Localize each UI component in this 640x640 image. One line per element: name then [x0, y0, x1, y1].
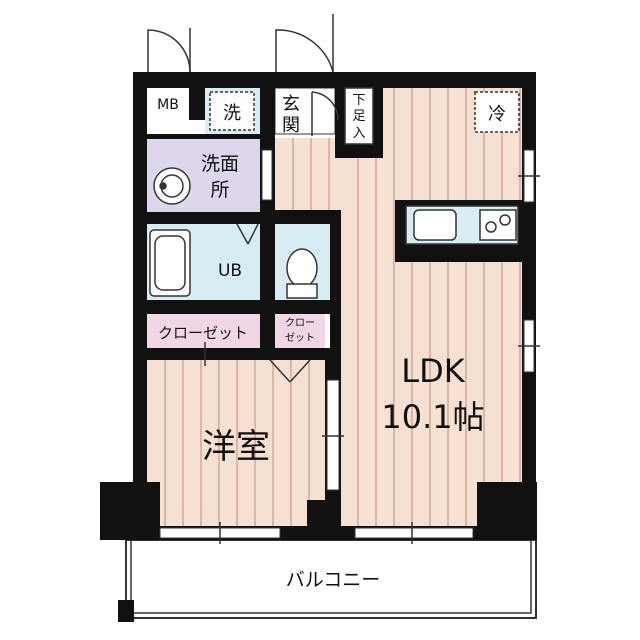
stove: [479, 209, 517, 241]
entrance-label-1: 玄: [282, 94, 300, 115]
shoe-box-label: 下 足 入: [344, 87, 374, 145]
ldk-size-label: 10.1帖: [381, 398, 484, 436]
kitchen-sink: [413, 209, 457, 241]
balcony-label: バルコニー: [286, 569, 381, 591]
meter-box-label: MB: [157, 97, 179, 113]
fridge-label: 冷: [488, 104, 506, 125]
labels: LDK 10.1帖 洋室 洗面 所 UB クローゼット クロー ゼット 玄 関 …: [157, 87, 506, 591]
ldk-floor: [340, 88, 522, 528]
fridge-pan: [474, 91, 520, 133]
washroom-label-2: 所: [210, 179, 229, 201]
closet-left-floor: [147, 314, 260, 348]
svg-text:下: 下: [352, 93, 365, 108]
washer-pan: [209, 91, 255, 131]
wood-stripes: [164, 88, 521, 528]
western-room-floor: [147, 360, 325, 528]
mb-area: [147, 88, 189, 120]
ldk-label: LDK: [401, 352, 465, 390]
unit-bath-label: UB: [218, 261, 242, 281]
floors: [147, 87, 522, 528]
closet-small-label-1: クロー: [285, 317, 315, 329]
fixtures: [149, 91, 520, 299]
closet-small-floor: [275, 314, 325, 348]
doors: [147, 14, 339, 383]
closet-left-label: クローゼット: [158, 324, 248, 342]
washer-label: 洗: [223, 103, 241, 124]
western-room-label: 洋室: [202, 427, 270, 467]
svg-text:足: 足: [352, 109, 365, 124]
entrance-label-2: 関: [282, 115, 300, 136]
entry-hall-floor: [275, 138, 341, 210]
washroom-label-1: 洗面: [201, 153, 239, 175]
svg-text:入: 入: [352, 126, 365, 141]
closet-small-label-2: ゼット: [285, 332, 315, 344]
toilet: [286, 248, 318, 288]
